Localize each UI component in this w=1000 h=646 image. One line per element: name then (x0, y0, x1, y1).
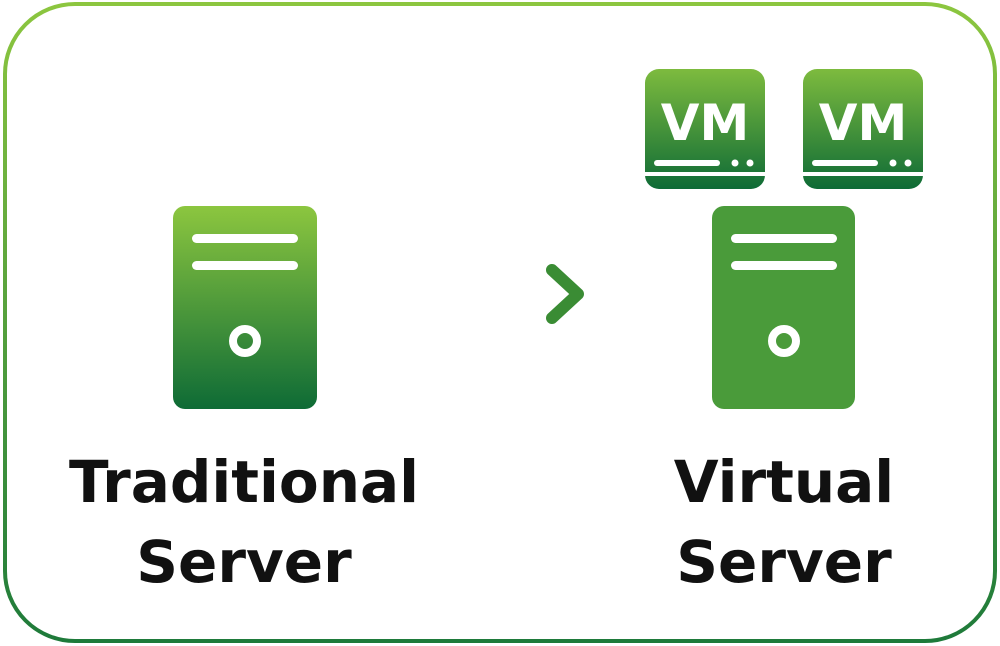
virtual-server-label: Virtual Server (584, 442, 984, 602)
virtual-machine-icon: VM (645, 69, 765, 189)
virtual-machine-icon: VM (803, 69, 923, 189)
traditional-label-line1: Traditional (68, 448, 420, 516)
traditional-server-label: Traditional Server (44, 442, 444, 602)
vm-label: VM (661, 94, 749, 152)
diagram-canvas: VM VM (3, 2, 997, 643)
vm-label: VM (819, 94, 907, 152)
arrow-right-icon (415, 264, 584, 324)
traditional-server-icon (173, 206, 317, 409)
virtual-server-icon (712, 206, 855, 409)
traditional-label-line2: Server (136, 528, 352, 596)
virtual-label-line1: Virtual (673, 448, 895, 516)
virtual-label-line2: Server (676, 528, 892, 596)
